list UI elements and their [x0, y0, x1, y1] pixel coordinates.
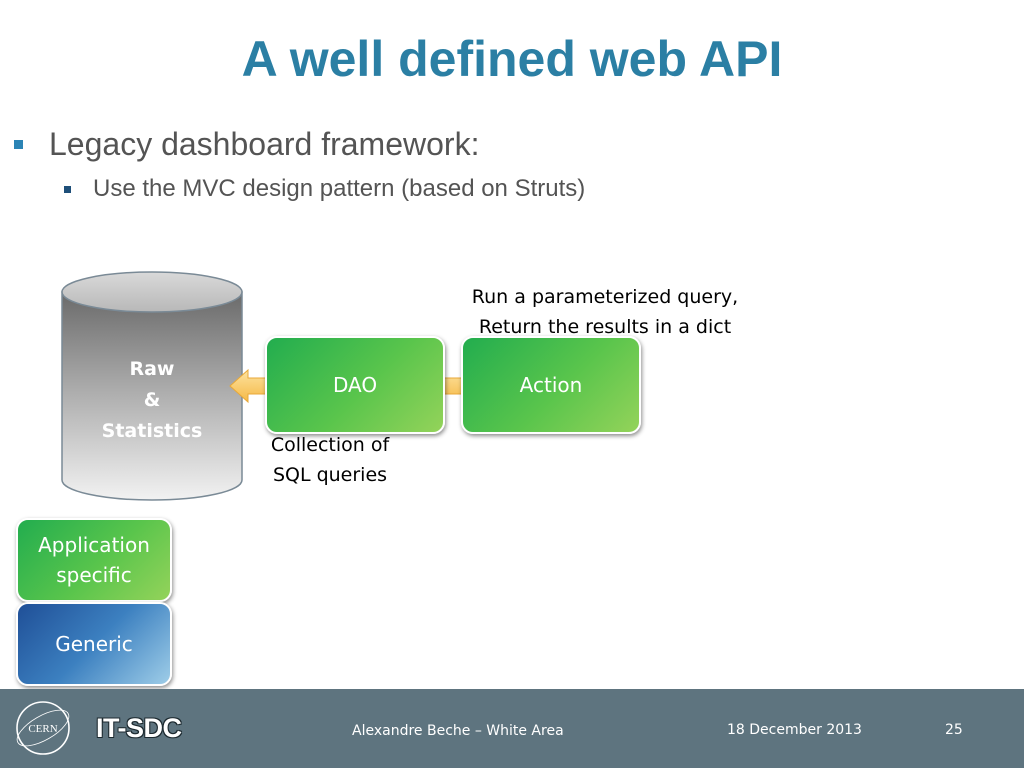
legend-line: specific: [56, 563, 132, 587]
dao-label: DAO: [332, 373, 378, 397]
dao-note: Collection of SQL queries: [250, 430, 410, 490]
legend-application-specific: Application specific: [16, 518, 172, 602]
action-box: Action: [461, 336, 641, 434]
footer-bar: CERN IT-SDC Alexandre Beche – White Area…: [0, 689, 1024, 768]
legend-generic: Generic: [16, 602, 172, 686]
database-label-line: &: [143, 389, 161, 411]
note-line: Run a parameterized query,: [471, 286, 739, 308]
square-bullet-icon: [64, 185, 71, 193]
legend-line: Application: [38, 533, 150, 557]
database-label-line: Raw: [129, 358, 175, 380]
cern-logo-icon: CERN: [16, 701, 70, 755]
dao-box: DAO: [265, 336, 445, 434]
square-bullet-icon: [14, 140, 23, 149]
database-label-line: Statistics: [101, 420, 203, 442]
bullet-level-1: Legacy dashboard framework:: [14, 126, 479, 163]
bullet-level-2: Use the MVC design pattern (based on Str…: [64, 175, 585, 203]
group-logo: IT-SDC: [96, 713, 182, 743]
action-label: Action: [519, 373, 583, 397]
cern-logo-text: CERN: [28, 723, 57, 735]
page-number: 25: [945, 722, 963, 738]
database-label: Raw & Statistics: [60, 354, 244, 447]
database-cylinder: Raw & Statistics: [60, 270, 244, 502]
legend-line: Generic: [55, 632, 133, 656]
action-note: Run a parameterized query, Return the re…: [440, 282, 770, 342]
footer-date: 18 December 2013: [727, 722, 862, 738]
slide-title: A well defined web API: [241, 31, 783, 87]
bullet-text: Legacy dashboard framework:: [49, 126, 480, 162]
note-line: Collection of: [270, 434, 390, 456]
bullet-text: Use the MVC design pattern (based on Str…: [93, 175, 586, 202]
footer-author: Alexandre Beche – White Area: [352, 723, 564, 739]
note-line: SQL queries: [272, 464, 388, 486]
cylinder-shape: [61, 271, 243, 501]
note-line: Return the results in a dict: [478, 316, 732, 338]
